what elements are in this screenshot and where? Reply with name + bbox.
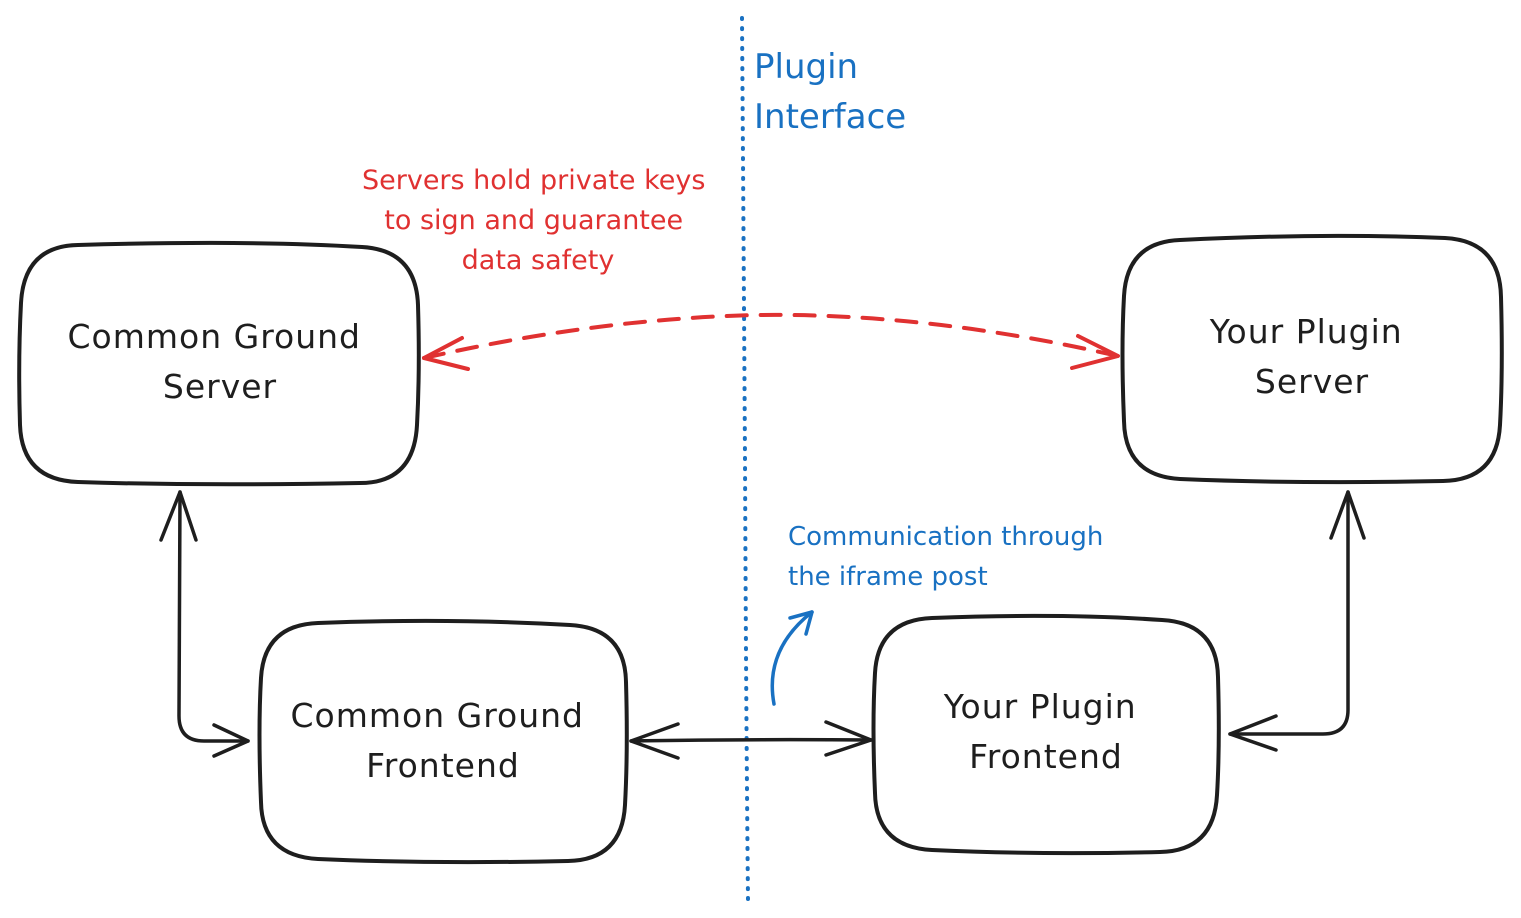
common-ground-frontend-node: Common Ground Frontend — [257, 618, 629, 865]
server-signature-arrowhead-left — [422, 336, 470, 371]
common-ground-frontend-label: Common Ground Frontend — [291, 696, 596, 785]
common-ground-server-box — [17, 240, 421, 487]
frontend-to-frontend-arrowhead-right — [824, 720, 873, 757]
plugin-server-frontend-arrow-line — [1228, 490, 1350, 736]
iframe-note-pointer-line — [770, 610, 814, 706]
servers-note: Servers hold private keys to sign and gu… — [362, 165, 714, 276]
plugin-server-label: Your Plugin Server — [1209, 312, 1414, 401]
frontend-to-frontend-arrow-line — [629, 737, 873, 743]
plugin-interface-boundary — [740, 16, 750, 902]
cg-server-frontend-arrow — [159, 490, 250, 758]
frontend-to-frontend-arrowhead-left — [629, 722, 680, 760]
plugin-interface-title: Plugin Interface — [754, 47, 906, 137]
plugin-frontend-node: Your Plugin Frontend — [871, 613, 1221, 856]
frontend-to-frontend-arrow — [629, 720, 873, 760]
plugin-server-box — [1120, 233, 1504, 485]
plugin-server-node: Your Plugin Server — [1120, 233, 1504, 485]
iframe-note: Communication through the iframe post — [788, 522, 1112, 592]
plugin-server-frontend-arrowhead-up — [1329, 490, 1366, 540]
server-signature-arrow — [422, 312, 1120, 371]
iframe-note-pointer — [770, 610, 814, 706]
server-signature-arrowhead-right — [1070, 334, 1120, 370]
common-ground-server-label: Common Ground Server — [68, 317, 373, 406]
common-ground-server-node: Common Ground Server — [17, 240, 421, 487]
plugin-frontend-label: Your Plugin Frontend — [943, 687, 1148, 776]
common-ground-frontend-box — [257, 618, 629, 865]
plugin-server-frontend-arrowhead-left — [1228, 714, 1278, 752]
plugin-frontend-box — [871, 613, 1221, 856]
server-signature-arrow-line — [422, 312, 1120, 360]
iframe-note-pointer-head — [788, 610, 814, 636]
plugin-server-frontend-arrow — [1228, 490, 1366, 752]
cg-server-frontend-arrowhead-right — [212, 723, 250, 758]
cg-server-frontend-arrow-line — [177, 490, 250, 743]
cg-server-frontend-arrowhead-up — [159, 490, 198, 542]
